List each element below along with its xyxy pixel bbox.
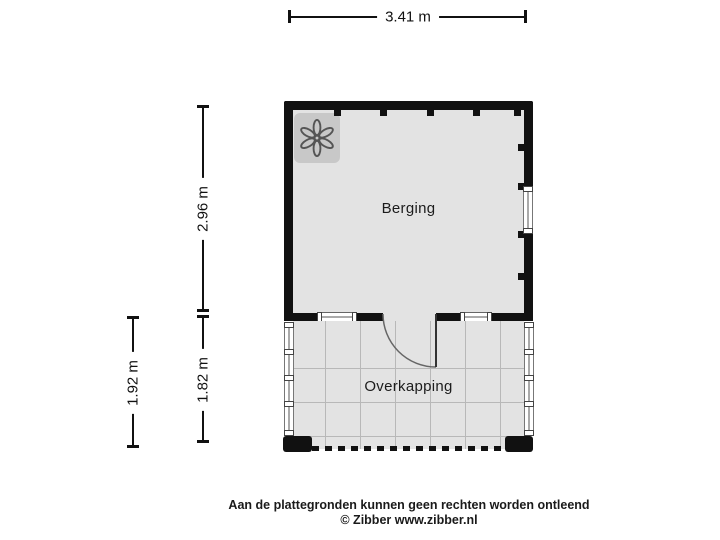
wall-tick [518,183,524,190]
wall-tick [334,110,341,116]
door-opening [383,313,436,321]
window-frame-cap [284,375,294,381]
dimension-tick [127,316,139,319]
dimension-tick [524,10,527,23]
footer-disclaimer: Aan de plattegronden kunnen geen rechten… [228,498,590,512]
overkapping-floor [293,321,524,449]
window-frame-cap [284,430,294,436]
window-glass [463,316,489,318]
ventilation-panel [294,113,340,163]
window-frame-cap [523,186,533,192]
wall-tick [514,110,521,116]
floor-grid-line [293,436,524,437]
window-strip-right [524,322,534,436]
window-divider-left [317,312,357,322]
room-label-overkapping: Overkapping [364,378,453,395]
wall-top [284,101,533,110]
window-frame-cap [524,430,534,436]
wall-tick [518,273,524,280]
corner-post-left [283,436,312,452]
wall-tick [518,231,524,238]
dimension-tick [197,315,209,318]
footer: Aan de plattegronden kunnen geen rechten… [99,498,719,528]
window-frame-cap [284,349,294,355]
corner-post-right [505,436,533,452]
window-glass [527,189,529,231]
open-edge-dashed [312,446,505,451]
dimension-label-width: 3.41 m [377,6,439,28]
dimension-label-overkapping-outer: 1.92 m [122,352,144,414]
window-frame-cap [524,375,534,381]
dimension-label-berging-height: 2.96 m [192,178,214,240]
window-frame-cap [523,228,533,234]
window-frame-cap [284,401,294,407]
fan-icon [298,119,336,157]
window-right-wall [523,186,533,234]
dimension-tick [197,440,209,443]
wall-left [284,101,293,321]
floor-grid-line [293,368,524,369]
wall-tick [473,110,480,116]
dimension-tick [288,10,291,23]
window-frame-cap [284,322,294,328]
floor-grid-line [293,402,524,403]
door-swing [382,313,437,368]
dimension-tick [197,309,209,312]
window-glass [320,316,354,318]
window-frame-cap [524,401,534,407]
window-frame-cap [524,322,534,328]
room-label-berging: Berging [381,200,436,217]
wall-tick [380,110,387,116]
footer-copyright: © Zibber www.zibber.nl [340,513,478,527]
window-strip-left [284,322,294,436]
dimension-tick [197,105,209,108]
dimension-tick [127,445,139,448]
window-frame-cap [524,349,534,355]
wall-tick [518,144,524,151]
wall-tick [427,110,434,116]
dimension-label-overkapping-inner: 1.82 m [192,349,214,411]
